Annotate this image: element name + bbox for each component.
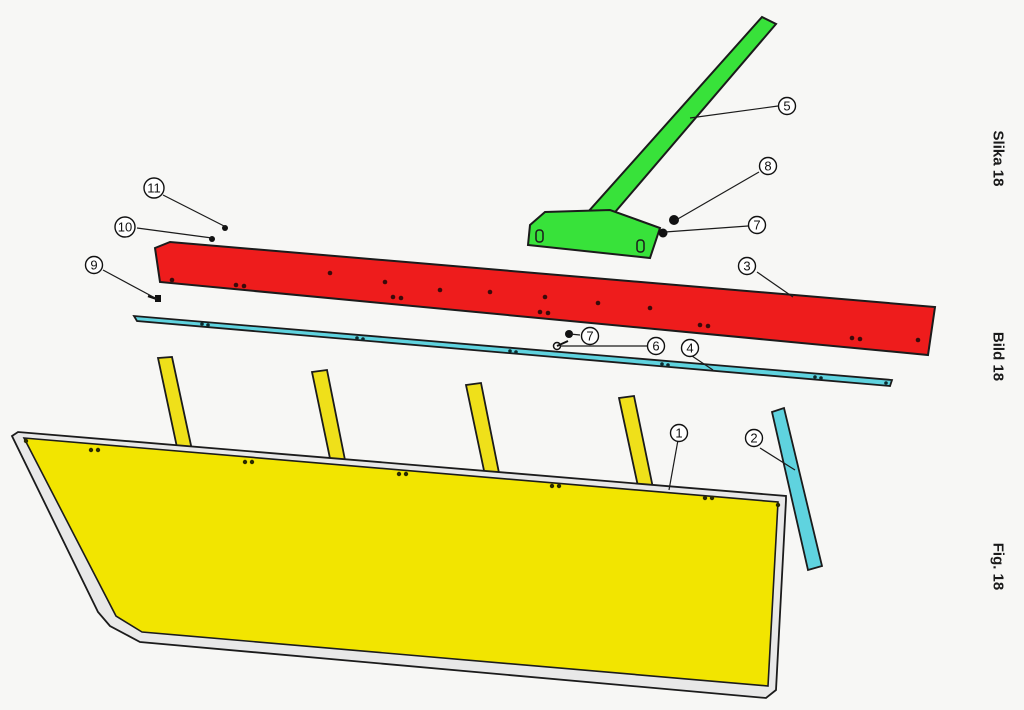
callouts: 1 2 3 4 5 6 7 7 8 9 10 11	[84, 96, 797, 448]
part-arm	[526, 15, 778, 260]
part-strip	[132, 314, 894, 387]
panel-holes	[23, 438, 781, 508]
strip-holes	[200, 322, 888, 385]
brace-2	[310, 368, 348, 470]
brace-1	[156, 356, 194, 454]
callout-2: 2	[744, 428, 764, 448]
callout-5-label: 5	[783, 99, 790, 114]
part-panel	[10, 431, 787, 699]
bolt-icon	[147, 294, 161, 302]
part-post	[770, 406, 824, 572]
callout-5: 5	[777, 96, 797, 116]
callout-4: 4	[680, 338, 700, 358]
arm-slot-right	[636, 239, 645, 253]
callout-3: 3	[737, 256, 757, 276]
callout-6: 6	[646, 336, 666, 356]
callout-10-label: 10	[118, 220, 132, 235]
screw-icon	[552, 340, 569, 351]
callout-11: 11	[143, 177, 165, 199]
caption-fig: Fig. 18	[989, 542, 1007, 591]
nut-icon	[565, 330, 573, 338]
callout-7-upper-label: 7	[753, 218, 760, 233]
strip-body	[132, 314, 894, 387]
callout-8: 8	[758, 156, 778, 176]
arm-foot	[526, 208, 662, 260]
brace-3	[464, 381, 502, 482]
nut-icon	[658, 228, 668, 238]
callout-1: 1	[669, 423, 689, 443]
leader-lines	[102, 105, 796, 491]
profile-holes	[169, 270, 921, 343]
panel-body	[22, 437, 779, 687]
nut-icon	[209, 236, 215, 242]
arm-shaft	[586, 15, 778, 220]
nut-icon	[669, 215, 679, 225]
callout-6-label: 6	[652, 339, 659, 354]
arm-slot-left	[535, 229, 544, 243]
callout-8-label: 8	[764, 159, 771, 174]
callout-1-label: 1	[675, 426, 682, 441]
callout-9-label: 9	[90, 258, 97, 273]
caption-bild: Bild 18	[989, 331, 1007, 382]
callout-7-upper: 7	[747, 215, 767, 235]
callout-11-label: 11	[147, 181, 161, 196]
callout-7-lower: 7	[580, 326, 600, 346]
brace-4	[617, 394, 655, 493]
part-profile	[153, 240, 937, 357]
callout-3-label: 3	[743, 259, 750, 274]
callout-7-lower-label: 7	[586, 329, 593, 344]
callout-2-label: 2	[750, 431, 757, 446]
callout-4-label: 4	[686, 341, 693, 356]
callout-9: 9	[84, 255, 104, 275]
callout-10: 10	[114, 216, 136, 238]
nut-icon	[222, 225, 228, 231]
caption-slika: Slika 18	[989, 130, 1007, 187]
